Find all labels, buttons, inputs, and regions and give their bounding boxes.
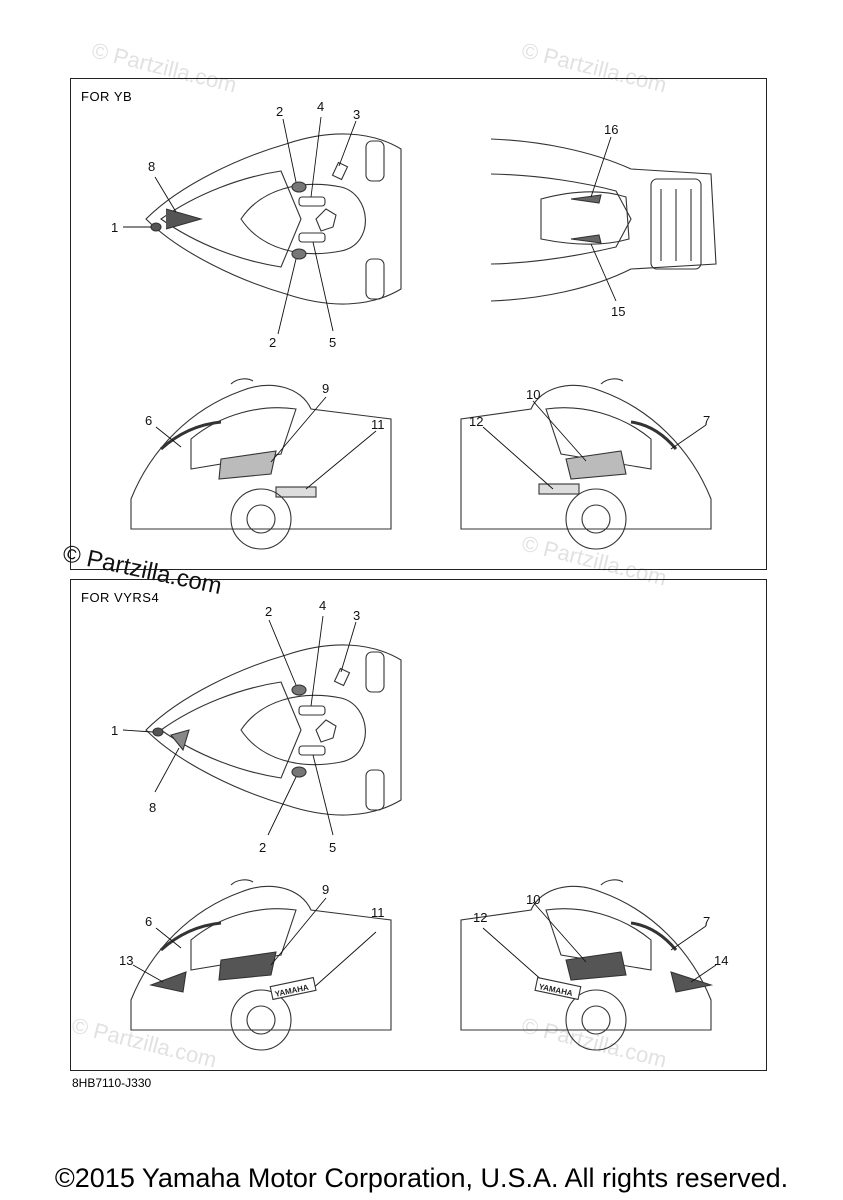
callout-4: 4 (319, 598, 326, 613)
decal-diagram-yb: 1 2 3 4 2 5 8 16 15 6 9 11 10 12 7 (111, 99, 717, 550)
callout-5: 5 (329, 840, 336, 855)
callout-2-lower: 2 (259, 840, 266, 855)
callout-12: 12 (469, 414, 483, 429)
right-side-view-craft (460, 378, 712, 550)
callout-7: 7 (703, 413, 710, 428)
callout-1: 1 (111, 723, 118, 738)
right-side-view-craft (460, 879, 714, 1051)
rear-view-craft (490, 138, 717, 302)
decal-diagram-vyrs4: YAMAHA YAMAHA 1 2 3 4 2 5 8 6 9 11 13 10… (111, 598, 728, 1051)
callout-3: 3 (353, 107, 360, 122)
copyright-notice: ©2015 Yamaha Motor Corporation, U.S.A. A… (54, 1163, 789, 1193)
callout-9: 9 (322, 882, 329, 897)
callout-8: 8 (148, 159, 155, 174)
callout-9: 9 (322, 381, 329, 396)
panel-title: FOR YB (81, 89, 133, 104)
callout-11: 11 (371, 905, 385, 920)
diagram-panel-vyrs4: FOR VYRS4 (70, 579, 767, 1071)
left-side-view-craft (130, 378, 392, 550)
callout-6: 6 (145, 413, 152, 428)
top-view-craft (145, 644, 402, 816)
callout-11: 11 (371, 417, 385, 432)
callout-14: 14 (714, 953, 728, 968)
yamaha-decal: YAMAHA YAMAHA (269, 976, 582, 1001)
left-side-view-craft (130, 879, 392, 1051)
callout-2-lower: 2 (269, 335, 276, 350)
callout-8: 8 (149, 800, 156, 815)
callout-2: 2 (265, 604, 272, 619)
callout-13: 13 (119, 953, 133, 968)
callout-5: 5 (329, 335, 336, 350)
callout-15: 15 (611, 304, 625, 319)
callout-10: 10 (526, 387, 540, 402)
callout-3: 3 (353, 608, 360, 623)
top-view-craft (145, 133, 402, 305)
callout-12: 12 (473, 910, 487, 925)
callout-16: 16 (604, 122, 618, 137)
callout-4: 4 (317, 99, 324, 114)
callout-6: 6 (145, 914, 152, 929)
part-code: 8HB7110-J330 (72, 1076, 152, 1090)
diagram-panel-yb: FOR YB (70, 78, 767, 570)
callout-7: 7 (703, 914, 710, 929)
callout-1: 1 (111, 220, 118, 235)
panel-title: FOR VYRS4 (81, 590, 160, 605)
callout-2: 2 (276, 104, 283, 119)
callout-10: 10 (526, 892, 540, 907)
